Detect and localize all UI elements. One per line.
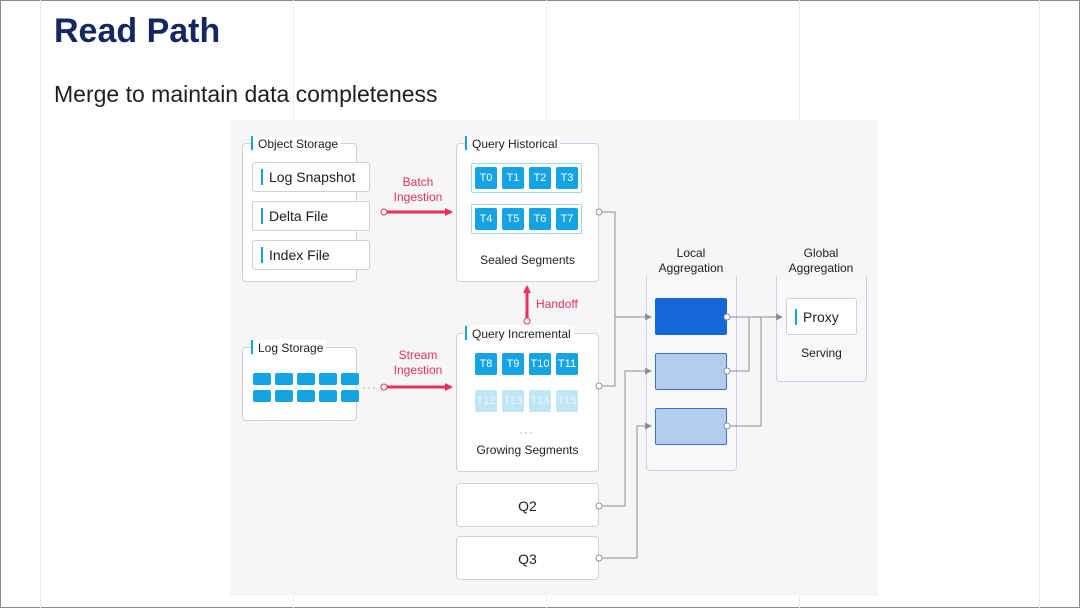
query-incremental-label: Query Incremental — [465, 326, 574, 341]
index-file-item: Index File — [252, 240, 370, 270]
q2-box — [456, 483, 599, 527]
connector-dot — [723, 422, 731, 430]
segment-t3: T3 — [556, 167, 578, 189]
local-aggregator-2 — [655, 353, 727, 390]
segment-t2: T2 — [529, 167, 551, 189]
log-block — [253, 373, 271, 385]
connector-dot — [723, 367, 731, 375]
segment-t15: T15 — [556, 390, 578, 412]
guide-line — [40, 0, 41, 608]
segment-t1: T1 — [502, 167, 524, 189]
log-ellipsis: ··· — [362, 380, 377, 394]
local-aggregator-1 — [655, 298, 727, 335]
connector-dot — [723, 313, 731, 321]
q2-label: Q2 — [518, 498, 537, 514]
query-historical-label: Query Historical — [465, 136, 561, 151]
object-storage-label: Object Storage — [251, 136, 342, 151]
delta-file-item: Delta File — [252, 201, 370, 231]
connector-dot — [523, 317, 531, 325]
segment-t7: T7 — [556, 208, 578, 230]
segment-t10: T10 — [529, 353, 551, 375]
batch-ingestion-label: Batch Ingestion — [393, 175, 443, 204]
segment-t13: T13 — [502, 390, 524, 412]
connector-dot — [380, 383, 388, 391]
connector-dot — [595, 502, 603, 510]
log-block — [297, 390, 315, 402]
q3-label: Q3 — [518, 551, 537, 567]
slide-title: Read Path — [54, 12, 221, 50]
global-aggregation-label: Global Aggregation — [766, 246, 876, 276]
guide-line — [1039, 0, 1040, 608]
segment-t5: T5 — [502, 208, 524, 230]
log-block — [253, 390, 271, 402]
growing-segments-caption: Growing Segments — [476, 443, 579, 457]
sealed-segments-caption: Sealed Segments — [480, 253, 575, 267]
log-block — [297, 373, 315, 385]
connector-dot — [595, 554, 603, 562]
connector-dot — [595, 208, 603, 216]
log-storage-label: Log Storage — [251, 340, 327, 355]
serving-caption: Serving — [801, 346, 842, 360]
proxy-box: Proxy — [786, 298, 857, 335]
connector-dot — [380, 208, 388, 216]
handoff-label: Handoff — [536, 297, 578, 311]
segment-t6: T6 — [529, 208, 551, 230]
log-block — [341, 390, 359, 402]
local2-to-global-wire — [727, 317, 750, 372]
log-block — [275, 373, 293, 385]
incremental-to-local-wire — [599, 317, 616, 387]
q3-to-local-wire — [599, 422, 652, 559]
segment-t11: T11 — [556, 353, 578, 375]
slide-subtitle: Merge to maintain data completeness — [54, 81, 438, 107]
local-aggregation-label: Local Aggregation — [636, 246, 746, 276]
historical-to-local-wire — [599, 211, 652, 321]
segment-t8: T8 — [475, 353, 497, 375]
log-block — [319, 390, 337, 402]
stream-ingestion-label: Stream Ingestion — [393, 348, 443, 377]
segment-t4: T4 — [475, 208, 497, 230]
local3-to-global-wire — [727, 317, 762, 427]
segment-t9: T9 — [502, 353, 524, 375]
segment-t0: T0 — [475, 167, 497, 189]
growing-ellipsis: ··· — [519, 425, 534, 439]
log-snapshot-item: Log Snapshot — [252, 162, 370, 192]
q2-to-local-wire — [599, 367, 652, 507]
log-block — [275, 390, 293, 402]
connector-dot — [595, 382, 603, 390]
segment-t12: T12 — [475, 390, 497, 412]
q3-box — [456, 536, 599, 580]
log-block — [341, 373, 359, 385]
segment-t14: T14 — [529, 390, 551, 412]
log-block — [319, 373, 337, 385]
